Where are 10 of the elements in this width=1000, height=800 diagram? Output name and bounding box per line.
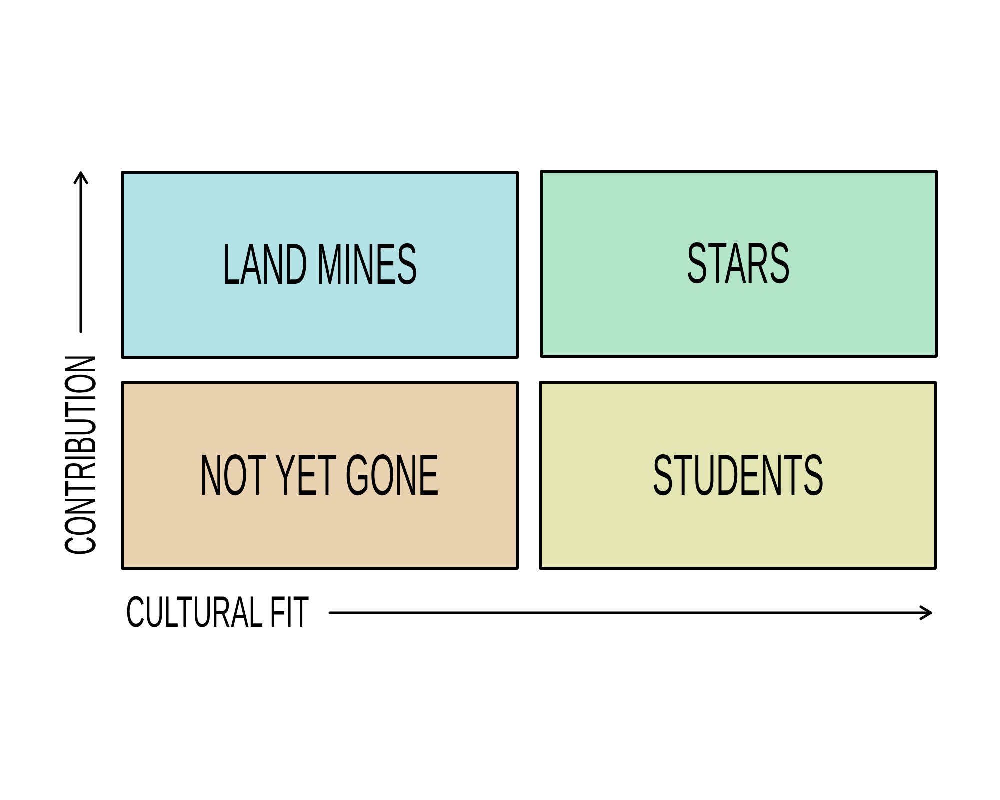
axis-label: CULTURAL FIT [126, 591, 310, 635]
quadrant-box [540, 170, 938, 358]
quadrant-label: LAND MINES [222, 236, 418, 294]
quadrant-box [121, 381, 519, 570]
axis-label: CONTRIBUTION [59, 354, 103, 556]
quadrant-label: STUDENTS [652, 446, 824, 504]
quadrant-box [539, 381, 937, 570]
quadrant-box [121, 171, 519, 359]
quadrant-label: NOT YET GONE [200, 446, 440, 504]
quadrant-label: STARS [687, 235, 791, 293]
